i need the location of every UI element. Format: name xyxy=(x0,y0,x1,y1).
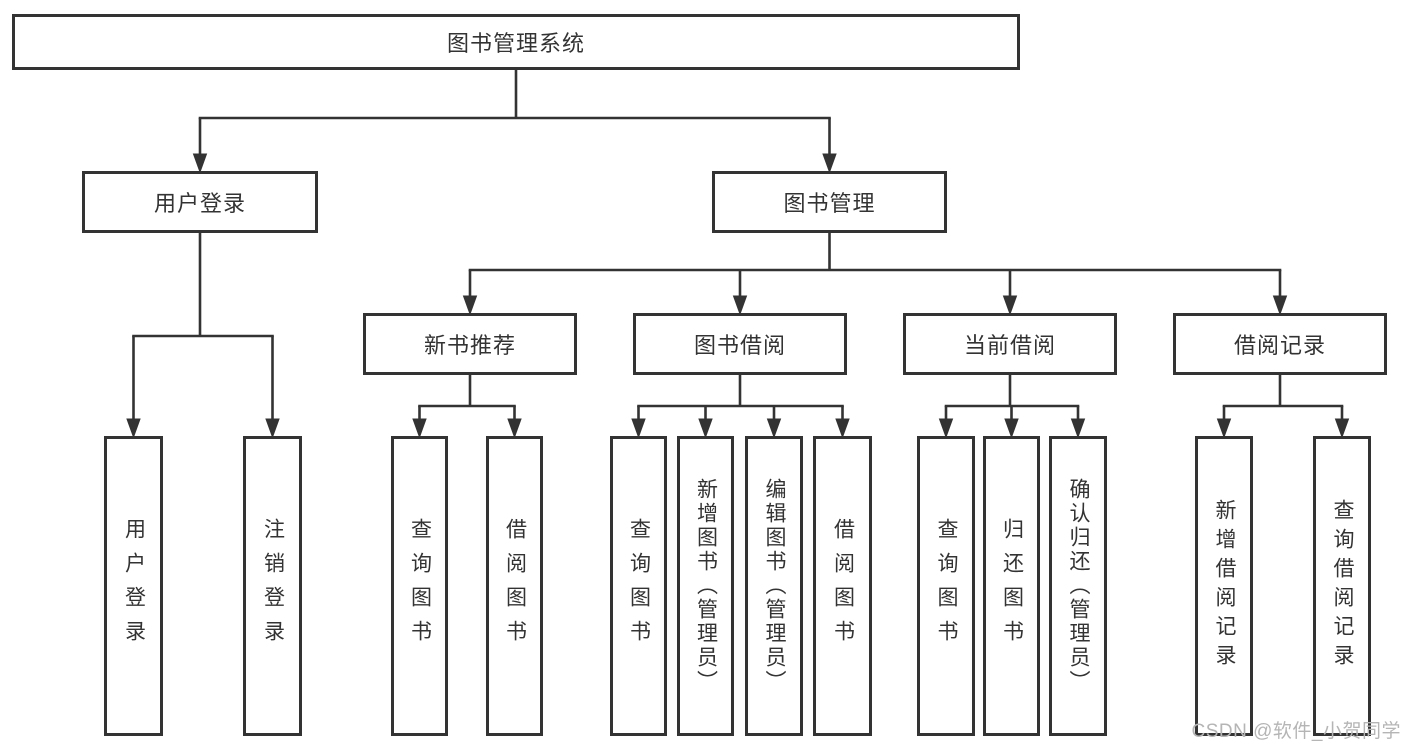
node-label-leaf-user-login: 用户登录 xyxy=(122,518,146,654)
node-bb-edit: 编辑图书（管理员） xyxy=(745,436,803,736)
node-leaf-user-login: 用户登录 xyxy=(104,436,163,736)
watermark-text: CSDN @软件_小贺同学 xyxy=(1191,721,1401,742)
node-label-bb-query: 查询图书 xyxy=(627,518,651,654)
node-label-bb-edit: 编辑图书（管理员） xyxy=(763,478,786,694)
node-label-br-query: 查询借阅记录 xyxy=(1331,499,1354,673)
node-label-book-borrow: 图书借阅 xyxy=(693,333,786,358)
node-label-cb-query: 查询图书 xyxy=(935,518,958,654)
node-root: 图书管理系统 xyxy=(12,14,1020,70)
arrowhead-down-icon xyxy=(507,418,522,439)
node-book-borrow: 图书借阅 xyxy=(633,313,847,375)
node-leaf-logout: 注销登录 xyxy=(243,436,302,736)
node-label-book-mgmt: 图书管理 xyxy=(783,191,876,216)
node-nb-borrow: 借阅图书 xyxy=(486,436,543,736)
node-label-current-borrow: 当前借阅 xyxy=(963,333,1056,358)
node-label-cb-return: 归还图书 xyxy=(1000,518,1024,654)
arrowhead-down-icon xyxy=(192,153,208,174)
arrowhead-down-icon xyxy=(766,418,782,439)
node-bb-query: 查询图书 xyxy=(610,436,667,736)
node-bb-add: 新增图书（管理员） xyxy=(677,436,734,736)
node-label-bb-add: 新增图书（管理员） xyxy=(694,478,718,694)
node-label-nb-borrow: 借阅图书 xyxy=(503,518,527,654)
arrowhead-down-icon xyxy=(1002,295,1018,316)
node-cb-confirm: 确认归还（管理员） xyxy=(1049,436,1107,736)
arrowhead-down-icon xyxy=(462,295,478,316)
node-label-br-add: 新增借阅记录 xyxy=(1213,499,1236,673)
node-br-add: 新增借阅记录 xyxy=(1195,436,1253,736)
arrowhead-down-icon xyxy=(631,418,646,439)
arrowhead-down-icon xyxy=(732,295,748,316)
node-nb-query: 查询图书 xyxy=(391,436,448,736)
node-label-bb-borrow: 借阅图书 xyxy=(831,518,855,654)
node-label-nb-query: 查询图书 xyxy=(408,518,432,654)
node-label-root: 图书管理系统 xyxy=(446,31,585,56)
node-user-login-mod: 用户登录 xyxy=(82,171,318,233)
arrowhead-down-icon xyxy=(1004,418,1019,439)
arrowhead-down-icon xyxy=(1216,418,1232,439)
node-borrow-records: 借阅记录 xyxy=(1173,313,1387,375)
arrowhead-down-icon xyxy=(412,418,427,439)
arrowhead-down-icon xyxy=(822,153,837,174)
node-book-mgmt: 图书管理 xyxy=(712,171,947,233)
arrowhead-down-icon xyxy=(1070,418,1086,439)
node-label-borrow-records: 借阅记录 xyxy=(1233,333,1326,358)
arrowhead-down-icon xyxy=(938,418,954,439)
node-bb-borrow: 借阅图书 xyxy=(813,436,872,736)
node-label-new-book-rec: 新书推荐 xyxy=(423,333,516,358)
node-label-cb-confirm: 确认归还（管理员） xyxy=(1067,478,1090,694)
arrowhead-down-icon xyxy=(1334,418,1350,439)
node-br-query: 查询借阅记录 xyxy=(1313,436,1371,736)
arrowhead-down-icon xyxy=(126,418,141,439)
node-new-book-rec: 新书推荐 xyxy=(363,313,577,375)
node-cb-return: 归还图书 xyxy=(983,436,1040,736)
arrowhead-down-icon xyxy=(835,418,850,439)
node-label-user-login-mod: 用户登录 xyxy=(153,191,246,216)
node-cb-query: 查询图书 xyxy=(917,436,975,736)
arrowhead-down-icon xyxy=(1272,295,1288,316)
node-current-borrow: 当前借阅 xyxy=(903,313,1117,375)
node-label-leaf-logout: 注销登录 xyxy=(261,518,285,654)
arrowhead-down-icon xyxy=(265,418,280,439)
arrowhead-down-icon xyxy=(698,418,713,439)
